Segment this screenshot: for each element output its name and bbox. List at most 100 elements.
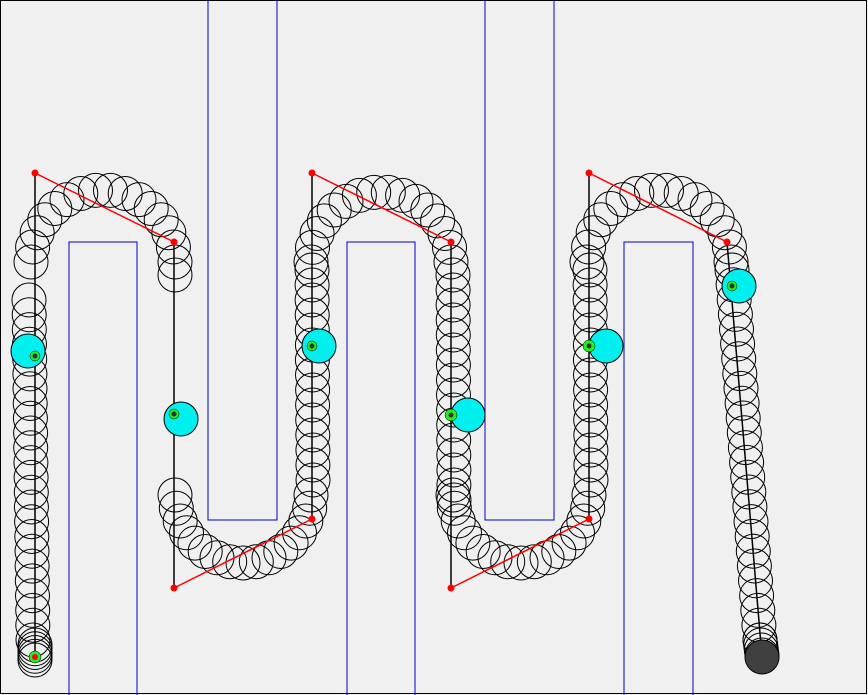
trail-circle [341, 177, 377, 213]
trail-circle [605, 182, 641, 218]
trail-circle [573, 387, 609, 423]
trail-circle [121, 182, 157, 218]
shortcut-segment [450, 518, 590, 589]
trail-circle [432, 229, 467, 265]
trail-circle [573, 402, 609, 438]
trail-circle [436, 490, 472, 526]
trail-circle [14, 533, 50, 569]
trail-circle [295, 417, 331, 453]
trail-circle [465, 534, 501, 569]
start-marker [28, 650, 42, 664]
trail-circle [455, 525, 491, 561]
trail-circle [398, 183, 434, 219]
checkpoints [10, 268, 757, 437]
trail-circle [12, 371, 48, 407]
checkpoint-dot [586, 343, 592, 349]
waypoint-dot [723, 238, 731, 246]
trail-circle [14, 563, 50, 599]
trail-circle [739, 578, 775, 614]
waypoint-dot [447, 584, 455, 592]
trail-circle [293, 244, 329, 280]
trail-circle [435, 302, 471, 338]
shortcut-segment [173, 518, 313, 589]
trail-circle [212, 544, 248, 580]
trail-circle [14, 504, 50, 540]
wall-top-1 [207, 0, 278, 521]
waypoints [31, 169, 731, 592]
trail-circle [13, 489, 49, 525]
trail-circle [15, 607, 51, 643]
trail-circle [93, 172, 128, 208]
trail-circle [11, 297, 47, 333]
trail-circle [738, 563, 773, 599]
trail-circle [238, 544, 274, 580]
trail-circle [292, 490, 328, 526]
trail-circle [735, 533, 771, 569]
trail-circle [503, 545, 539, 581]
trail-circle [15, 592, 51, 628]
trail-circle [14, 548, 50, 584]
trail-circle [575, 215, 611, 251]
trail-circle [573, 372, 609, 408]
trail-circle [572, 267, 608, 303]
trail-circle [13, 445, 49, 481]
trail-circle [733, 504, 769, 540]
trail-circle [273, 525, 309, 561]
trail-circle [736, 548, 772, 584]
trail-circle [12, 386, 48, 421]
trail-circle [187, 534, 223, 569]
trail-circle [677, 182, 713, 218]
trail-circle [619, 176, 655, 211]
trail-circle [436, 362, 471, 398]
trail-circle [440, 503, 476, 539]
trail-circle [649, 172, 684, 208]
trail-circle [572, 252, 608, 288]
trail-circle [573, 447, 609, 483]
trail-circle [634, 172, 669, 208]
trail-circle [435, 477, 471, 513]
trail-circle [435, 287, 471, 323]
checkpoint-dot [32, 353, 38, 359]
trail-circle [435, 332, 471, 368]
trail-circle [420, 203, 456, 239]
trail-circle [19, 215, 55, 251]
trail-circle [177, 525, 213, 561]
checkpoint-disc [163, 401, 199, 437]
trail-circle [356, 174, 392, 210]
shortcut-segments [34, 172, 728, 589]
trail-circle [435, 272, 471, 308]
checkpoint-dot [309, 343, 315, 349]
waypoint-dot [585, 169, 593, 177]
trail-circle [689, 191, 725, 226]
trail-circle [572, 282, 608, 318]
trail-circle [732, 489, 768, 525]
waypoint-dot [170, 238, 178, 246]
trail-circle [370, 174, 406, 210]
trail-circle [295, 432, 331, 468]
trail-circle [573, 462, 609, 498]
trail-circle [734, 518, 770, 554]
trail-circle [436, 467, 472, 503]
trail-circle [436, 437, 472, 473]
trail-circle [13, 459, 49, 495]
trail-circle [63, 176, 99, 211]
trail-circle [13, 244, 49, 280]
trail-circle [15, 229, 51, 265]
maze-walls [68, 0, 694, 695]
trail-circle [293, 477, 329, 513]
trail-circle [12, 400, 48, 436]
wall-right [623, 241, 694, 695]
trail-circle [573, 432, 609, 468]
trail-circle [27, 202, 63, 238]
checkpoint-dot [729, 283, 735, 289]
waypoint-dot [308, 169, 316, 177]
trail-circle [169, 515, 204, 551]
trail-circle [435, 317, 471, 353]
wall-middle [346, 241, 416, 695]
trail-circle [151, 215, 187, 251]
robot-icon [744, 639, 780, 675]
trail-circle [569, 244, 605, 280]
trail-circle [143, 202, 179, 238]
